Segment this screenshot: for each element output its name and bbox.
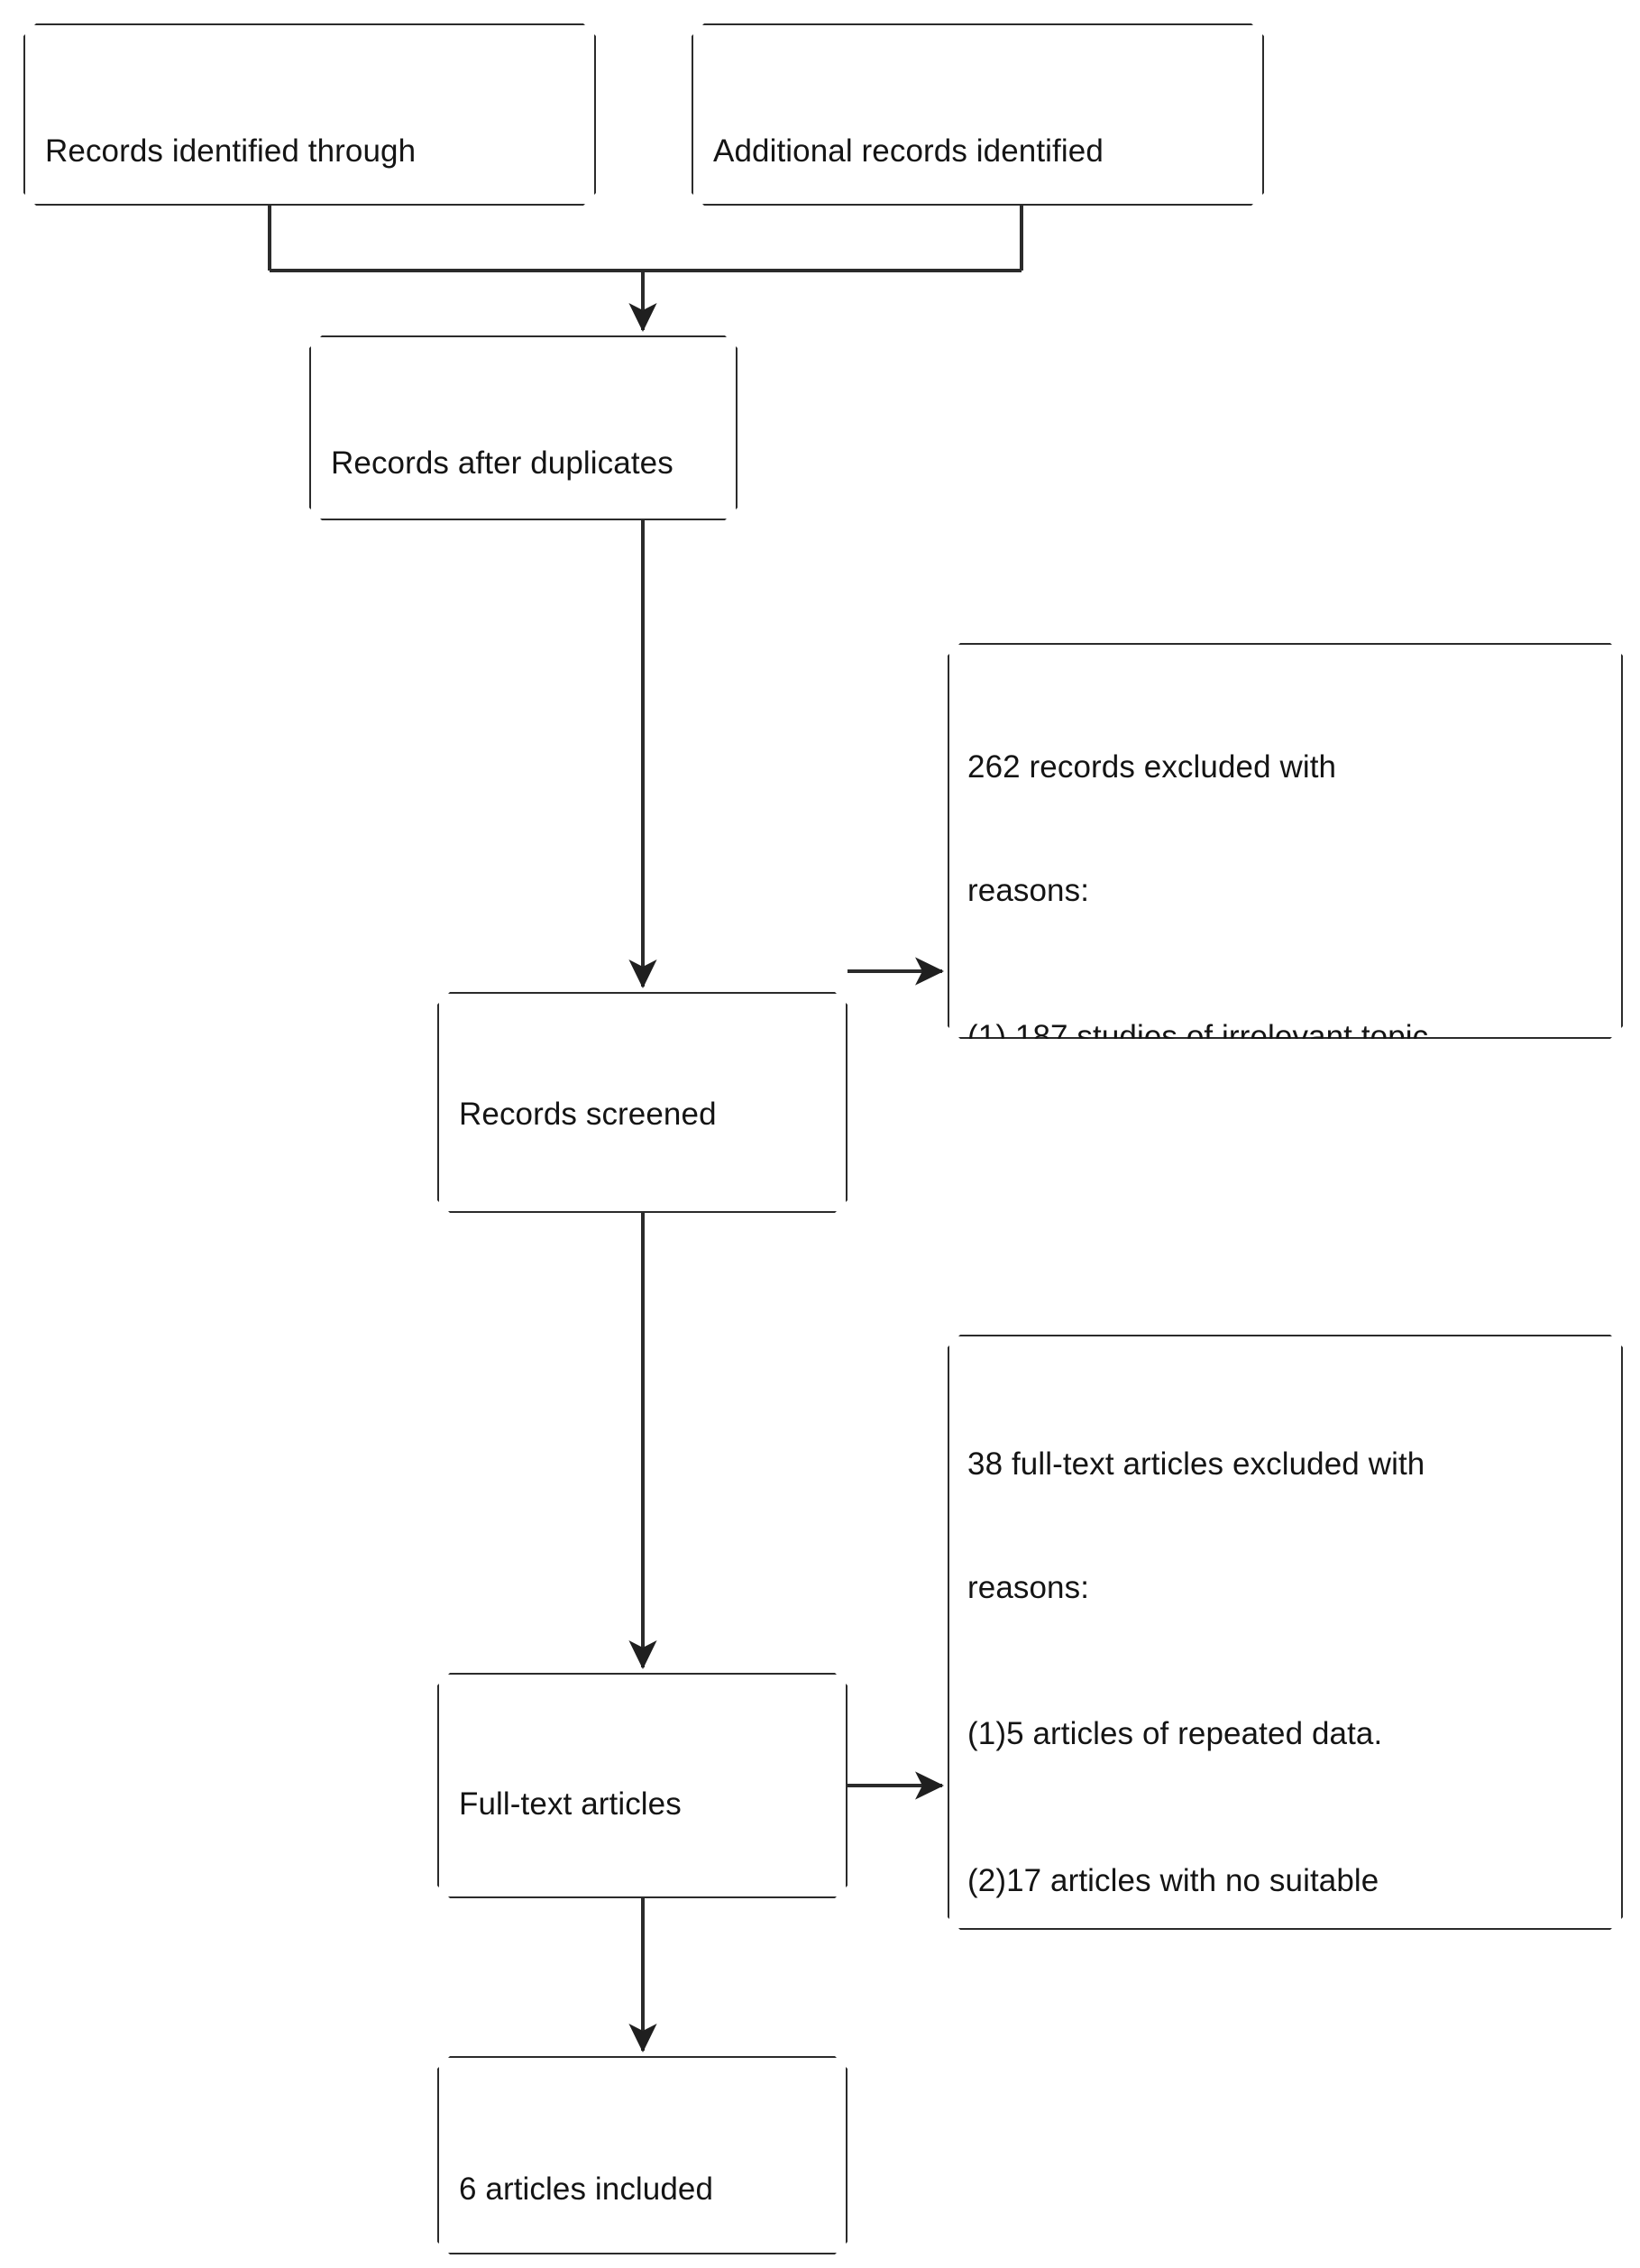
text-line: Records identified through [45, 133, 417, 169]
text-line: Records after duplicates [331, 445, 673, 481]
node-records-identified-other[interactable]: Additional records identified through ot… [692, 23, 1264, 206]
text-line: reasons: [967, 872, 1090, 908]
text-line: reasons: [967, 1569, 1090, 1605]
node-included-meta-analysis[interactable]: 6 articles included in meta-analysis [437, 2056, 847, 2254]
node-records-after-duplicates-removed[interactable]: Records after duplicates removed(n=306) [309, 335, 738, 520]
text-line: 6 articles included [459, 2172, 714, 2207]
node-fulltext-assessed[interactable]: Full-text articles assessed for eligibil… [437, 1673, 847, 1898]
node-records-screened[interactable]: Records screened (n=306) [437, 992, 847, 1213]
node-fulltext-excluded[interactable]: 38 full-text articles excluded with reas… [948, 1335, 1623, 1930]
text-line: 38 full-text articles excluded with [967, 1446, 1425, 1482]
node-included-meta-analysis-text: 6 articles included in meta-analysis [459, 2087, 833, 2268]
text-line: Full-text articles [459, 1786, 682, 1822]
node-records-excluded[interactable]: 262 records excluded with reasons: (1) 1… [948, 643, 1623, 1039]
text-line: Records screened [459, 1097, 717, 1132]
node-records-identified-database[interactable]: Records identified through database sear… [23, 23, 596, 206]
exclusion-reason-item: (2)17 articles with no suitable [967, 1862, 1379, 1898]
text-line: 262 records excluded with [967, 749, 1337, 785]
exclusion-reason-item: (1)5 articles of repeated data. [967, 1716, 1383, 1751]
text-line: Additional records identified [713, 133, 1104, 169]
